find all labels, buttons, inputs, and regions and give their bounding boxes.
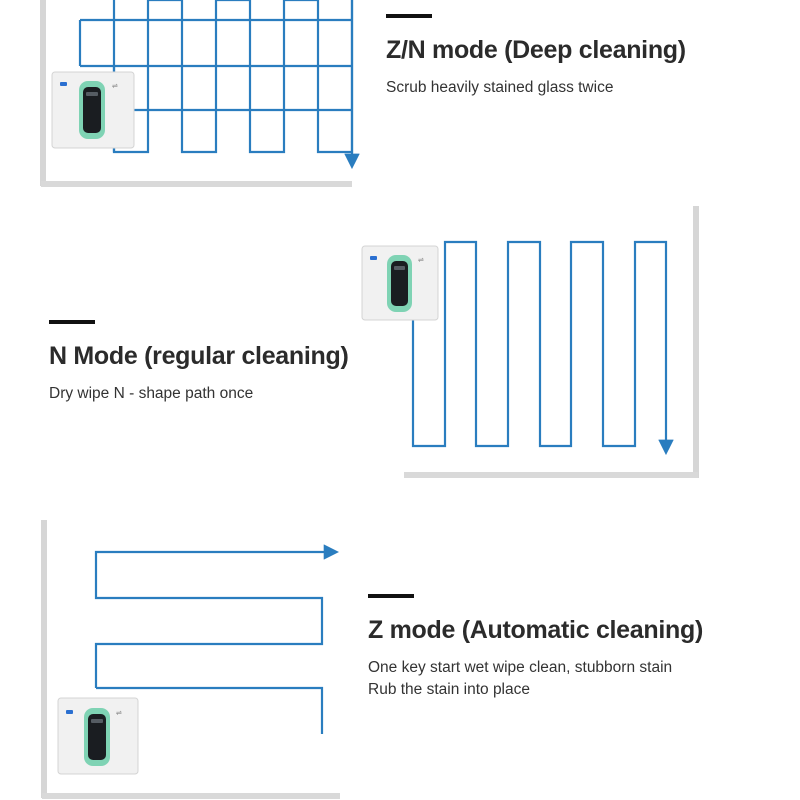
mode-section-zn: Z/N mode (Deep cleaning) Scrub heavily s… (386, 14, 686, 99)
cleaning-path-z (94, 544, 340, 734)
section-divider (368, 594, 414, 598)
mode-title: Z/N mode (Deep cleaning) (386, 36, 686, 64)
window-frame-zn (40, 0, 352, 187)
description-line: Dry wipe N - shape path once (49, 385, 254, 402)
cleaning-path-n (411, 240, 674, 456)
window-robot-z: ⇌ (57, 697, 139, 775)
description-line: Rub the stain into place (368, 681, 530, 698)
window-frame-n (404, 206, 699, 478)
section-divider (386, 14, 432, 18)
mode-description: One key start wet wipe clean, stubborn s… (368, 657, 703, 701)
svg-text:⇌: ⇌ (112, 82, 118, 90)
mode-title: Z mode (Automatic cleaning) (368, 616, 703, 644)
mode-title: N Mode (regular cleaning) (49, 342, 349, 370)
svg-text:⇌: ⇌ (116, 709, 122, 717)
description-line: Scrub heavily stained glass twice (386, 79, 614, 96)
window-robot-n: ⇌ (361, 245, 439, 321)
mode-section-z: Z mode (Automatic cleaning) One key star… (368, 594, 703, 701)
svg-text:⇌: ⇌ (418, 256, 424, 264)
section-divider (49, 320, 95, 324)
description-line: One key start wet wipe clean, stubborn s… (368, 659, 673, 676)
window-frame-z (41, 520, 340, 799)
mode-description: Dry wipe N - shape path once (49, 383, 348, 405)
mode-description: Scrub heavily stained glass twice (386, 77, 686, 99)
mode-section-n: N Mode (regular cleaning) Dry wipe N - s… (49, 320, 349, 405)
window-robot-zn: ⇌ (51, 71, 135, 149)
